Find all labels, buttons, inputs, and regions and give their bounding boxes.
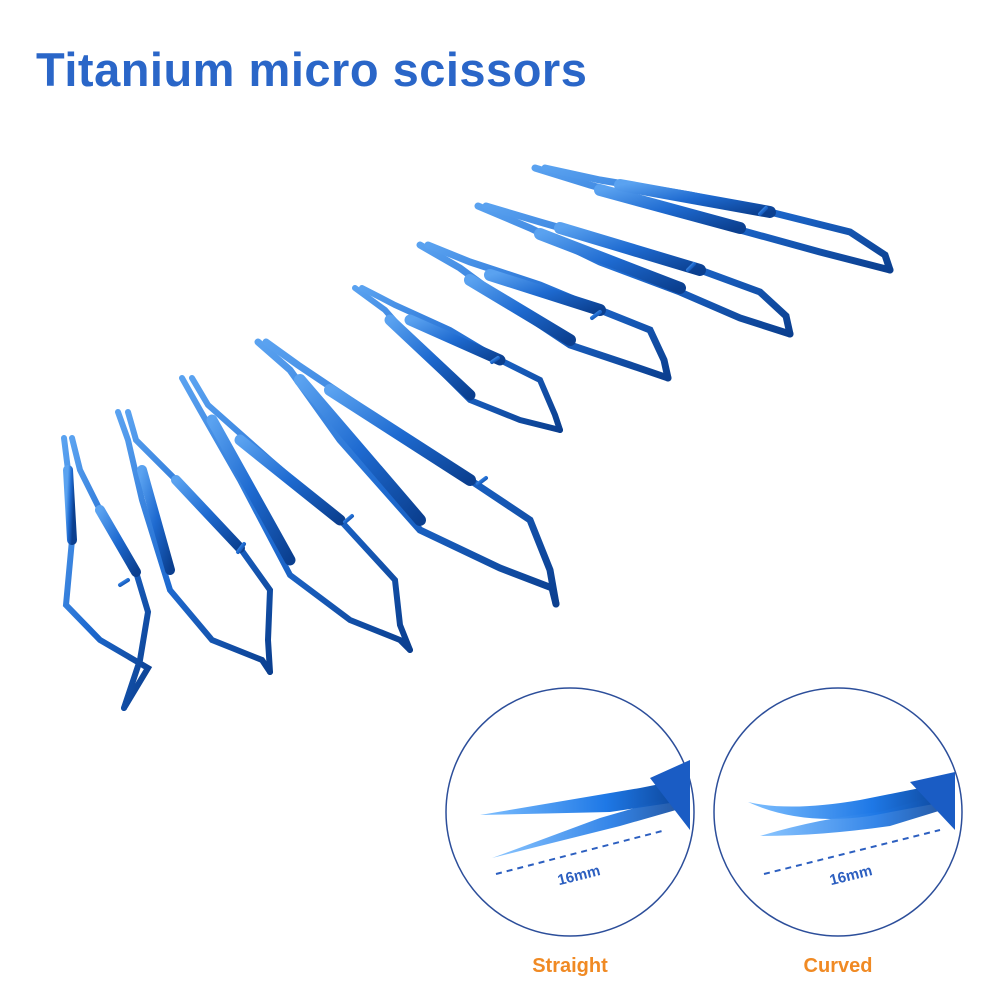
scissors-4 [254, 338, 560, 608]
scissors-5 [352, 285, 563, 433]
straight-pivot [650, 760, 690, 830]
scissors-6 [416, 241, 672, 382]
caption-curved: Curved [803, 955, 873, 977]
detail-view-straight: 16mm [445, 687, 695, 937]
scissors-7 [474, 202, 794, 338]
curved-pivot [910, 772, 955, 830]
straight-blade-upper [480, 778, 690, 815]
straight-blade-lower [492, 792, 690, 858]
scissors-3 [179, 375, 413, 653]
measure-line-curved [763, 829, 941, 875]
scissors-8 [531, 164, 894, 274]
caption-straight: Straight [532, 955, 608, 977]
detail-view-curved: 16mm [713, 687, 963, 937]
measure-line-straight [495, 829, 667, 875]
scissors-1 [61, 435, 153, 711]
page-title: Titanium micro scissors [36, 43, 588, 96]
scissors-2 [115, 409, 274, 675]
curved-blade-lower [760, 790, 955, 836]
